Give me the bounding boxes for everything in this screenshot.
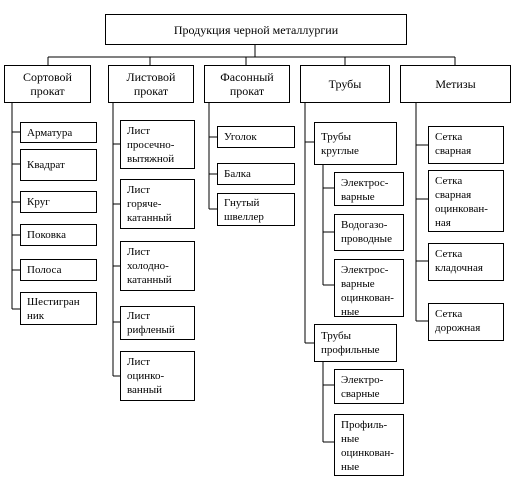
- item-setka-svarnaya-otsinkovannaya: Сетка сварная оцинкован- ная: [428, 170, 504, 232]
- item-list-goryache: Лист горяче- катанный: [120, 179, 195, 229]
- item-krug: Круг: [20, 191, 97, 213]
- item-setka-dorozhnaya: Сетка дорожная: [428, 303, 504, 341]
- root-node: Продукция черной металлургии: [105, 14, 407, 45]
- group-truby-profilnye: Трубы профильные: [314, 324, 397, 362]
- category-label: Трубы: [328, 77, 362, 91]
- item-gnutyy-shveller: Гнутый швеллер: [217, 193, 295, 226]
- item-elektrosvarnye-prof: Электро- сварные: [334, 369, 404, 404]
- category-label: Метизы: [435, 77, 476, 91]
- item-elektrosvarnye: Электрос- варные: [334, 172, 404, 206]
- group-truby-kruglye: Трубы круглые: [314, 122, 397, 165]
- item-list-kholodno: Лист холодно- катанный: [120, 241, 195, 291]
- category-listovoy: Листовой прокат: [108, 65, 194, 103]
- item-balka: Балка: [217, 163, 295, 185]
- item-list-riflenyy: Лист рифленый: [120, 306, 195, 340]
- item-setka-kladochnaya: Сетка кладочная: [428, 243, 504, 281]
- item-armatura: Арматура: [20, 122, 97, 143]
- item-profilnye-otsinkovannye: Профиль- ные оцинкован- ные: [334, 414, 404, 476]
- item-shestigrannik: Шестигран ник: [20, 292, 97, 325]
- item-list-otsinko: Лист оцинко- ванный: [120, 351, 195, 401]
- category-label: Сортовой прокат: [23, 70, 72, 98]
- item-pokovka: Поковка: [20, 224, 97, 246]
- item-kvadrat: Квадрат: [20, 149, 97, 181]
- item-elektrosvarnye-otsinkovannye: Электрос- варные оцинкован- ные: [334, 259, 404, 318]
- item-setka-svarnaya: Сетка сварная: [428, 126, 504, 164]
- item-vodogazoprovodnye: Водогазо- проводные: [334, 214, 404, 251]
- category-sortovoy: Сортовой прокат: [4, 65, 91, 103]
- root-label: Продукция черной металлургии: [173, 22, 339, 37]
- item-list-prosechno: Лист просечно- вытяжной: [120, 120, 195, 169]
- category-label: Листовой прокат: [126, 70, 176, 98]
- item-polosa: Полоса: [20, 259, 97, 281]
- category-label: Фасонный прокат: [220, 70, 274, 98]
- item-ugolok: Уголок: [217, 126, 295, 148]
- category-truby: Трубы: [300, 65, 390, 103]
- category-fasonny: Фасонный прокат: [204, 65, 290, 103]
- category-metizy: Метизы: [400, 65, 511, 103]
